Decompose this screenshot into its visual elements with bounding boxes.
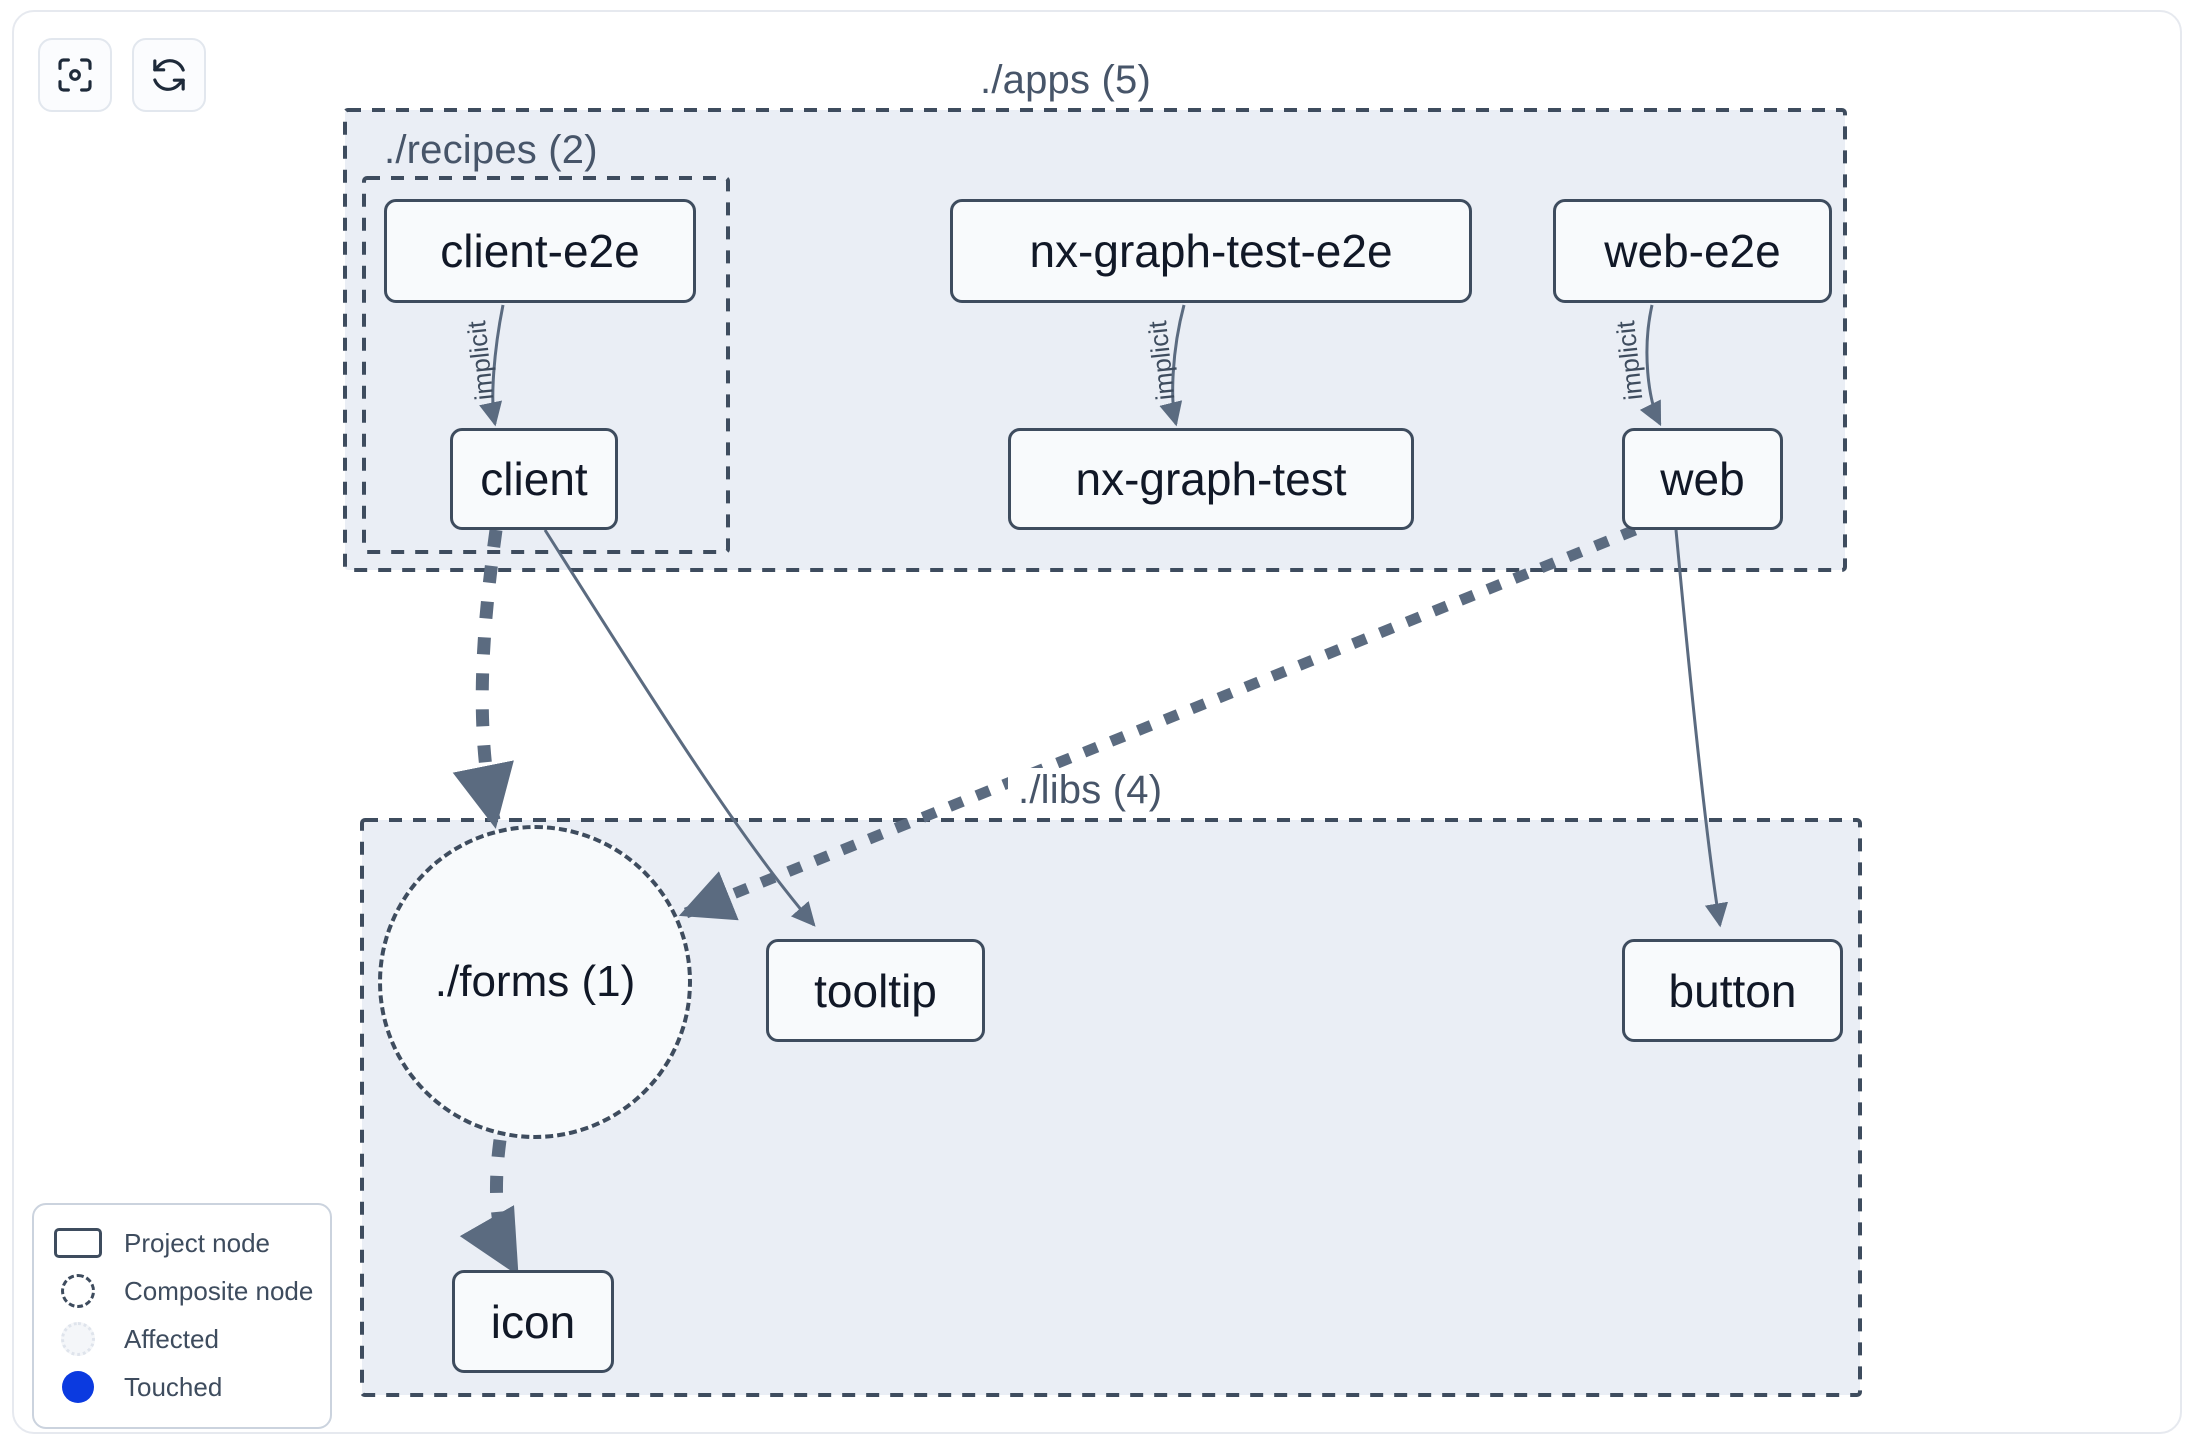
graph-legend: Project node Composite node Affected Tou… xyxy=(32,1203,332,1429)
edge-client-to-forms[interactable] xyxy=(452,529,514,829)
node-button[interactable]: button xyxy=(1622,939,1843,1042)
legend-label-project-node: Project node xyxy=(124,1227,270,1258)
edge-web-to-forms[interactable] xyxy=(678,524,1638,921)
edge-web-e2e-to-web[interactable] xyxy=(1639,304,1662,427)
node-web-e2e[interactable]: web-e2e xyxy=(1553,199,1832,303)
node-forms-composite[interactable]: ./forms (1) xyxy=(378,825,692,1139)
legend-label-composite-node: Composite node xyxy=(124,1275,314,1306)
edge-client-e2e-to-client[interactable] xyxy=(479,304,505,427)
edge-nx-graph-test-e2e-to-nx-graph-test[interactable] xyxy=(1159,304,1186,427)
refresh-graph-button[interactable] xyxy=(132,38,206,112)
legend-item-composite-node: Composite node xyxy=(52,1267,314,1315)
node-client[interactable]: client xyxy=(450,428,618,530)
group-label-libs[interactable]: ./libs (4) xyxy=(1008,768,1173,813)
composite-node-swatch xyxy=(52,1274,104,1308)
node-nx-graph-test-e2e[interactable]: nx-graph-test-e2e xyxy=(950,199,1472,303)
touched-swatch xyxy=(52,1371,104,1403)
affected-swatch xyxy=(52,1322,104,1356)
graph-toolbar xyxy=(38,38,206,112)
legend-item-affected: Affected xyxy=(52,1315,312,1363)
legend-item-touched: Touched xyxy=(52,1363,312,1411)
edge-forms-to-icon[interactable] xyxy=(459,1139,520,1276)
node-client-e2e[interactable]: client-e2e xyxy=(384,199,696,303)
focus-graph-button[interactable] xyxy=(38,38,112,112)
legend-label-touched: Touched xyxy=(124,1371,223,1402)
node-nx-graph-test[interactable]: nx-graph-test xyxy=(1008,428,1414,530)
node-tooltip[interactable]: tooltip xyxy=(766,939,985,1042)
node-web[interactable]: web xyxy=(1622,428,1783,530)
edge-web-to-button[interactable] xyxy=(1674,529,1729,928)
edge-client-to-tooltip[interactable] xyxy=(543,529,816,927)
group-label-apps[interactable]: ./apps (5) xyxy=(970,58,1161,103)
node-icon[interactable]: icon xyxy=(452,1270,614,1373)
refresh-icon xyxy=(149,55,189,95)
group-label-recipes[interactable]: ./recipes (2) xyxy=(376,128,606,173)
group-container-libs[interactable] xyxy=(360,818,1862,1397)
focus-target-icon xyxy=(55,55,95,95)
legend-item-project-node: Project node xyxy=(52,1219,312,1267)
legend-label-affected: Affected xyxy=(124,1323,219,1354)
project-node-swatch xyxy=(52,1228,104,1258)
